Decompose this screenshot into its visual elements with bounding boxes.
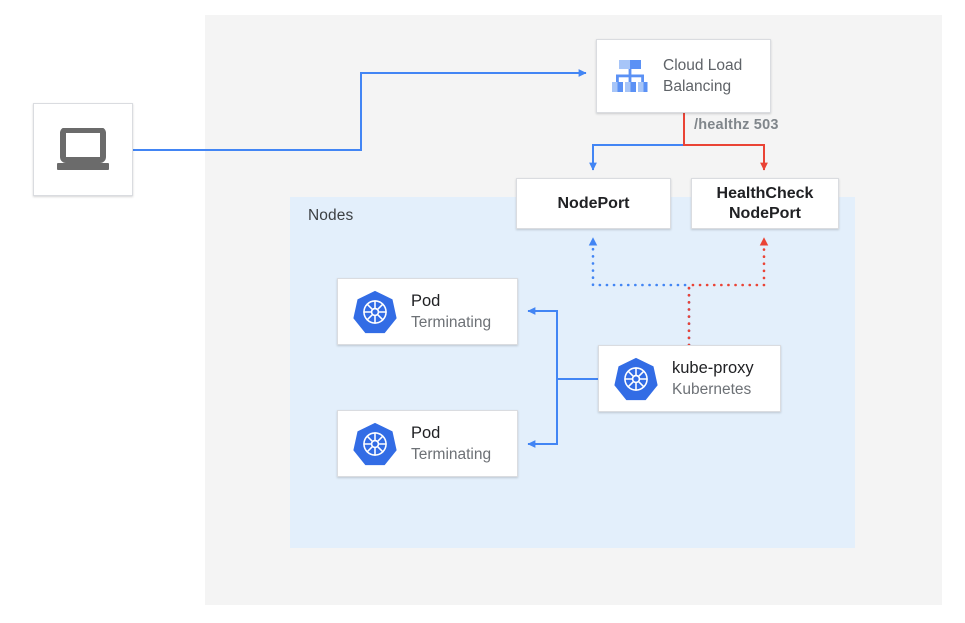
pod-node-1[interactable]: Pod Terminating <box>337 278 518 345</box>
nodes-region-label: Nodes <box>308 207 354 224</box>
kubernetes-icon <box>353 290 397 333</box>
nodeport-label: NodePort <box>557 194 630 212</box>
kube-proxy-node[interactable]: kube-proxy Kubernetes <box>598 345 781 412</box>
pod-text-1: Pod Terminating <box>411 291 491 333</box>
load-balancer-icon <box>612 60 648 92</box>
kube-proxy-title: kube-proxy <box>672 358 754 377</box>
pod-title-2: Pod <box>411 423 441 442</box>
pod-status-1: Terminating <box>411 313 492 331</box>
healthcheck-nodeport-node[interactable]: HealthCheck NodePort <box>691 178 839 229</box>
kube-proxy-text: kube-proxy Kubernetes <box>672 358 754 400</box>
healthcheck-nodeport-label: HealthCheck NodePort <box>716 184 814 222</box>
laptop-icon <box>57 127 109 170</box>
nodeport-node[interactable]: NodePort <box>516 178 671 229</box>
client-node[interactable] <box>33 103 133 196</box>
pod-node-2[interactable]: Pod Terminating <box>337 410 518 477</box>
kubernetes-icon <box>614 357 658 400</box>
pod-text-2: Pod Terminating <box>411 423 491 465</box>
cloud-load-balancing-node[interactable]: Cloud Load Balancing <box>596 39 771 113</box>
kube-proxy-subtitle: Kubernetes <box>672 380 752 398</box>
pod-title-1: Pod <box>411 291 441 310</box>
kubernetes-icon <box>353 422 397 465</box>
pod-status-2: Terminating <box>411 445 492 463</box>
cloud-load-balancing-label: Cloud Load Balancing <box>663 57 743 95</box>
healthz-edge-label: /healthz 503 <box>694 117 779 133</box>
